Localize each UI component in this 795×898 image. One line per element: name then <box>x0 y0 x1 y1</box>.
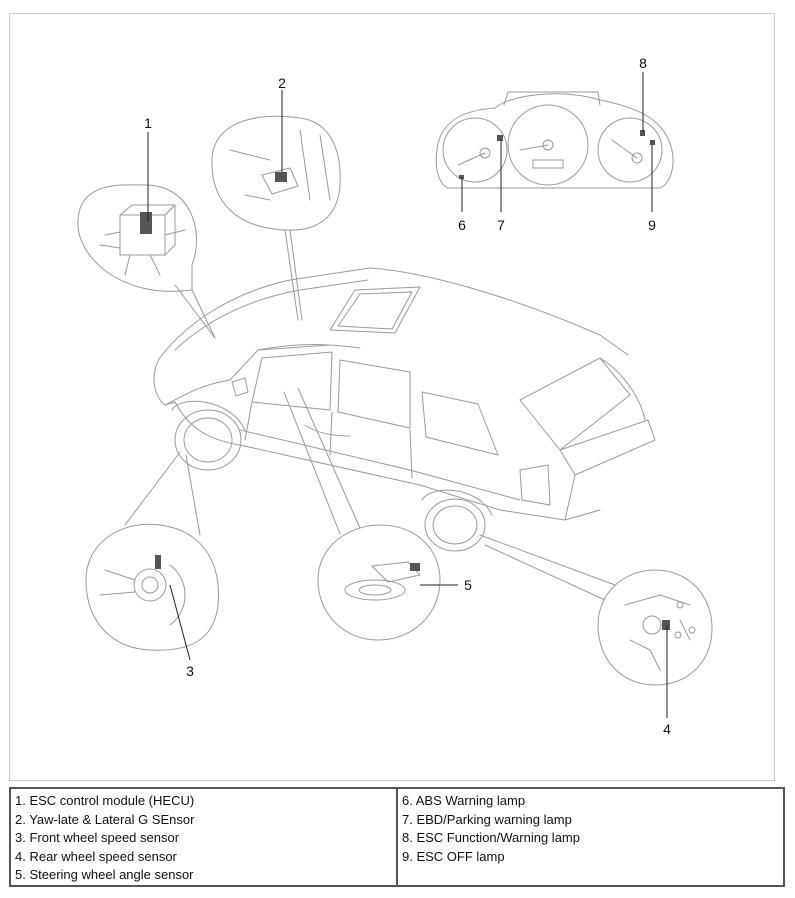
legend-item: 9. ESC OFF lamp <box>402 848 505 864</box>
diagram-frame <box>9 13 775 781</box>
callout-5: 5 <box>464 577 472 593</box>
vehicle-illustration <box>153 267 656 552</box>
legend-item: 8. ESC Function/Warning lamp <box>402 830 580 846</box>
legend-table: 1. ESC control module (HECU) 2. Yaw-late… <box>9 787 785 887</box>
legend-item: 5. Steering wheel angle sensor <box>15 867 194 883</box>
legend-item: 1. ESC control module (HECU) <box>15 793 195 808</box>
legend-left-column: 1. ESC control module (HECU) 2. Yaw-late… <box>11 789 396 885</box>
bubble-esc-module <box>77 184 216 339</box>
callout-3: 3 <box>186 663 194 679</box>
callout-7: 7 <box>497 217 505 233</box>
esc-component-diagram: 1 2 3 4 5 6 7 8 9 <box>77 55 713 737</box>
callout-9: 9 <box>648 217 656 233</box>
legend-item: 2. Yaw-late & Lateral G SEnsor <box>15 811 195 827</box>
legend-item: 7. EBD/Parking warning lamp <box>402 811 572 827</box>
bubble-rear-wheel-sensor <box>479 534 713 686</box>
legend-item: 4. Rear wheel speed sensor <box>15 848 177 864</box>
bubble-steering-sensor <box>283 387 441 641</box>
callout-6: 6 <box>458 217 466 233</box>
legend-item: 3. Front wheel speed sensor <box>15 830 180 846</box>
instrument-cluster <box>435 91 674 189</box>
bubble-front-wheel-sensor <box>85 451 219 651</box>
callout-2: 2 <box>278 75 286 91</box>
leader-lines <box>147 72 668 718</box>
callout-1: 1 <box>144 115 152 131</box>
callout-8: 8 <box>639 55 647 71</box>
legend-right-column: 6. ABS Warning lamp 7. EBD/Parking warni… <box>396 789 783 885</box>
callout-4: 4 <box>663 721 671 737</box>
legend-item: 6. ABS Warning lamp <box>402 793 526 808</box>
bubble-yaw-sensor <box>211 115 341 321</box>
